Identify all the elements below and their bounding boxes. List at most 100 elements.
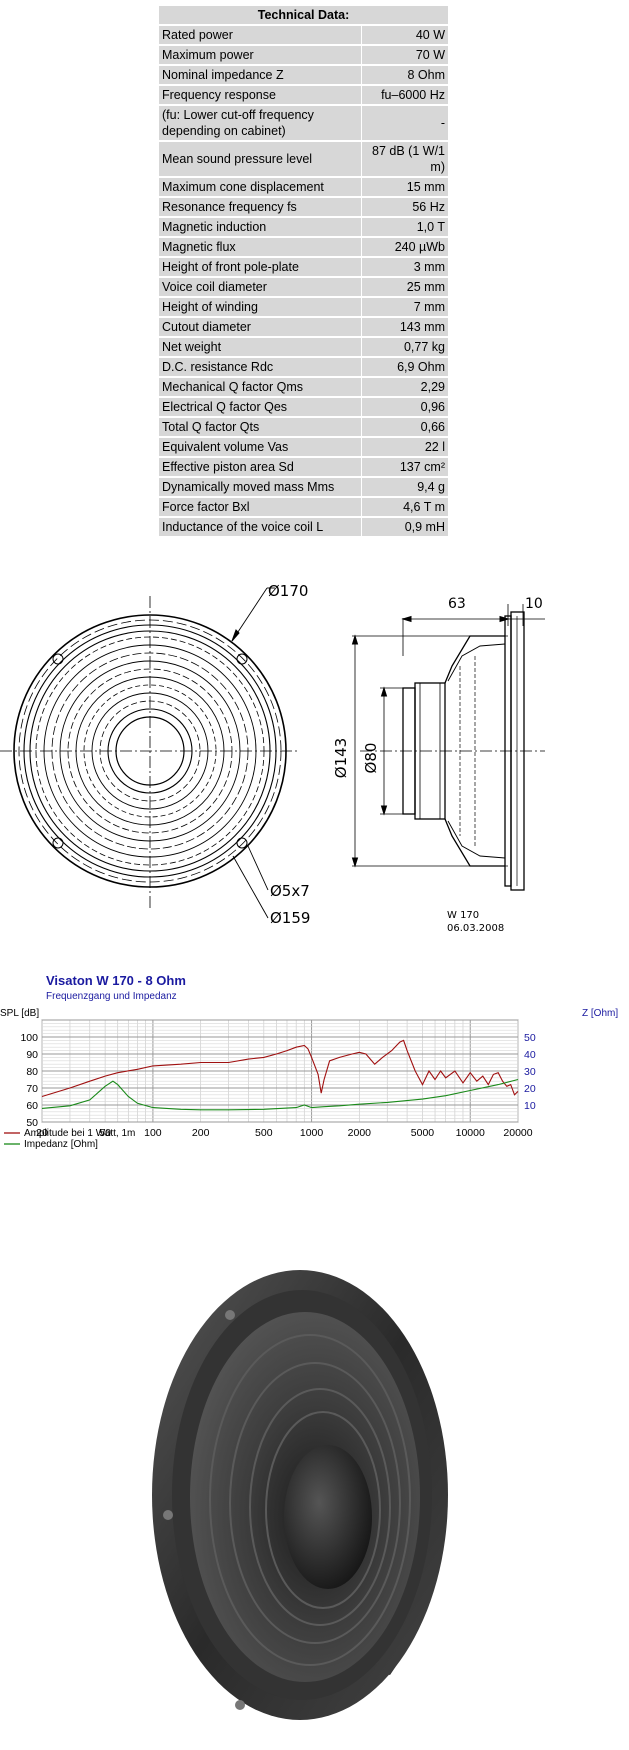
y-tick-label-right: 20 xyxy=(524,1083,536,1095)
spec-value: 25 mm xyxy=(361,278,448,296)
table-row: Maximum power 70 W xyxy=(159,46,448,64)
legend-label: Impedanz [Ohm] xyxy=(24,1139,98,1150)
spec-value: 87 dB (1 W/1 m) xyxy=(361,142,448,176)
table-row: Height of winding 7 mm xyxy=(159,298,448,316)
table-row: Height of front pole-plate 3 mm xyxy=(159,258,448,276)
spec-label: Electrical Q factor Qes xyxy=(162,400,288,414)
y-axis-left-label: SPL [dB] xyxy=(0,1008,39,1019)
spec-value: 8 Ohm xyxy=(361,66,448,84)
spec-label: Resonance frequency fs xyxy=(162,200,297,214)
speaker-photo xyxy=(152,1270,448,1720)
spec-value: 3 mm xyxy=(361,258,448,276)
spec-label: Rated power xyxy=(162,28,233,42)
dim-depth: 63 xyxy=(448,596,466,612)
spec-value: 9,4 g xyxy=(361,478,448,496)
spec-label: Force factor Bxl xyxy=(162,500,250,514)
spec-label: Dynamically moved mass Mms xyxy=(162,480,335,494)
dim-magnet-diameter: Ø80 xyxy=(362,743,380,774)
chart-grid xyxy=(41,1019,519,1123)
dim-cutout-diameter: Ø143 xyxy=(332,738,350,778)
x-tick-label: 20000 xyxy=(503,1127,532,1139)
table-row: (fu: Lower cut-off frequency depending o… xyxy=(159,106,448,140)
mount-hole xyxy=(163,1510,173,1520)
mount-hole xyxy=(52,653,64,665)
y-tick-label-left: 100 xyxy=(20,1032,38,1044)
spec-value: 2,29 xyxy=(361,378,448,396)
spec-label: Height of front pole-plate xyxy=(162,260,299,274)
table-row: Net weight 0,77 kg xyxy=(159,338,448,356)
frequency-response-chart: Visaton W 170 - 8 Ohm Frequenzgang und I… xyxy=(0,973,618,1150)
table-row: Resonance frequency fs 56 Hz xyxy=(159,198,448,216)
date-label: 06.03.2008 xyxy=(447,923,504,934)
y-tick-label-right: 30 xyxy=(524,1066,536,1078)
spec-label: Maximum cone displacement xyxy=(162,180,324,194)
y-tick-label-right: 40 xyxy=(524,1049,536,1061)
mount-hole xyxy=(225,1310,235,1320)
table-row: Magnetic flux 240 µWb xyxy=(159,238,448,256)
spec-label: Magnetic flux xyxy=(162,240,236,254)
spec-value: 0,77 kg xyxy=(361,338,448,356)
spec-value: 1,0 T xyxy=(361,218,448,236)
spec-value: 56 Hz xyxy=(361,198,448,216)
side-view xyxy=(351,604,545,891)
y-tick-label-left: 80 xyxy=(26,1066,38,1078)
spec-value: 15 mm xyxy=(361,178,448,196)
mount-hole xyxy=(236,653,248,665)
y-tick-label-left: 50 xyxy=(26,1117,38,1129)
mount-hole xyxy=(235,1700,245,1710)
x-tick-label: 100 xyxy=(144,1127,162,1139)
impedance-line xyxy=(41,1078,519,1111)
spec-label: Net weight xyxy=(162,340,222,354)
x-tick-label: 20 xyxy=(36,1127,48,1139)
spec-value: 0,9 mH xyxy=(361,518,448,536)
spec-label: Maximum power xyxy=(162,48,254,62)
spec-label: Voice coil diameter xyxy=(162,280,267,294)
table-row: Voice coil diameter 25 mm xyxy=(159,278,448,296)
y-axis-right-label: Z [Ohm] xyxy=(582,1008,618,1019)
spl-line xyxy=(41,1039,519,1098)
x-tick-label: 5000 xyxy=(411,1127,435,1139)
dust-cap xyxy=(284,1445,372,1589)
spec-value: 240 µWb xyxy=(361,238,448,256)
table-row: Maximum cone displacement 15 mm xyxy=(159,178,448,196)
chart-subtitle: Frequenzgang und Impedanz xyxy=(46,991,177,1002)
spec-value: 7 mm xyxy=(361,298,448,316)
spec-label: Height of winding xyxy=(162,300,258,314)
model-label: W 170 xyxy=(447,910,479,921)
y-tick-label-left: 60 xyxy=(26,1100,38,1112)
cone-ridges xyxy=(209,1334,411,1666)
spec-value: 0,96 xyxy=(361,398,448,416)
spec-value: 143 mm xyxy=(361,318,448,336)
x-tick-label: 200 xyxy=(192,1127,210,1139)
x-tick-label: 50 xyxy=(99,1127,111,1139)
spec-label: D.C. resistance Rdc xyxy=(162,360,274,374)
x-tick-label: 1000 xyxy=(300,1127,324,1139)
x-tick-label: 10000 xyxy=(456,1127,485,1139)
spec-label: Equivalent volume Vas xyxy=(162,440,289,454)
dim-outer-diameter: Ø170 xyxy=(268,582,308,600)
y-tick-label-right: 10 xyxy=(524,1100,536,1112)
dim-flange: 10 xyxy=(525,596,543,612)
x-tick-label: 2000 xyxy=(348,1127,372,1139)
spec-value: 70 W xyxy=(361,46,448,64)
y-tick-label-left: 70 xyxy=(26,1083,38,1095)
technical-drawing: Ø170 Ø5x7 Ø159 63 10 Ø143 xyxy=(0,582,545,934)
dim-bolt-circle: Ø159 xyxy=(270,909,310,927)
table-row: Dynamically moved mass Mms 9,4 g xyxy=(159,478,448,496)
legend-label: Amplitude bei 1 Watt, 1m xyxy=(24,1128,135,1139)
table-row: Mechanical Q factor Qms 2,29 xyxy=(159,378,448,396)
spec-label: Mechanical Q factor Qms xyxy=(162,380,304,394)
